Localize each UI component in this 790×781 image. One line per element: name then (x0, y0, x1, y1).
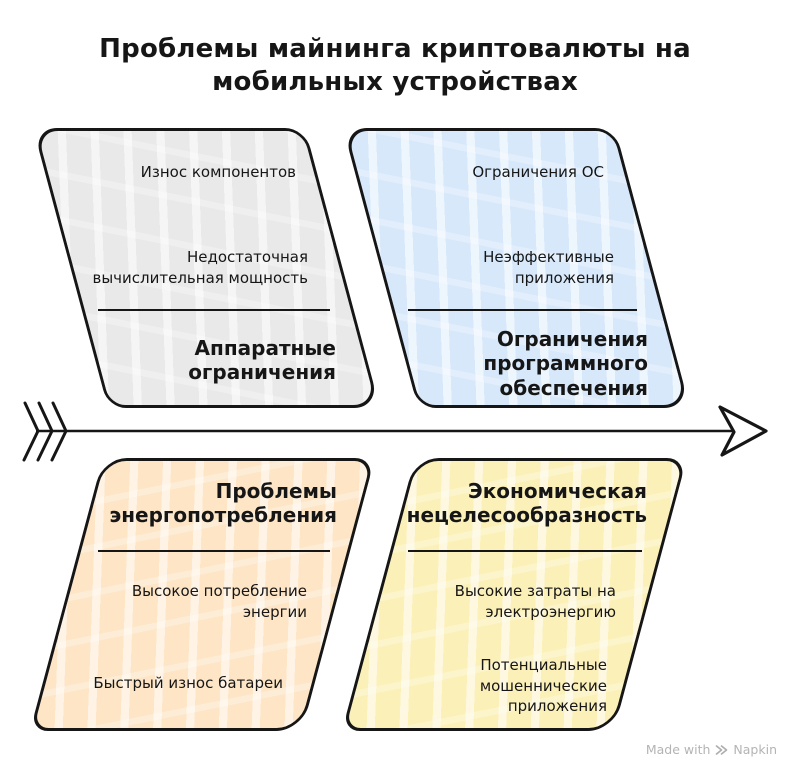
software-heading: Ограничения программного обеспечения (483, 327, 648, 400)
economics-item-2: Потенциальные мошеннические приложения (479, 656, 607, 716)
diagram-title: Проблемы майнинга криптовалюты на мобиль… (99, 34, 691, 98)
hardware-divider (98, 309, 330, 311)
hardware-heading: Аппаратные ограничения (188, 336, 336, 385)
economics-divider (408, 550, 642, 552)
software-item-2: Неэффективные приложения (483, 248, 614, 287)
hardware-item-2: Недостаточная вычислительная мощность (92, 248, 309, 287)
economics-heading: Экономическая нецелесообразность (406, 479, 647, 528)
arrow-head-icon (718, 405, 768, 457)
watermark: Made with Napkin (646, 742, 777, 757)
economics-item-1: Высокие затраты на электроэнергию (454, 582, 616, 621)
hardware-item-1: Износ компонентов (140, 163, 296, 181)
energy-heading: Проблемы энергопотребления (109, 479, 337, 528)
arrow-fletching-icon (22, 401, 68, 462)
energy-item-1: Высокое потребление энергии (131, 582, 307, 621)
spine-arrow (22, 401, 768, 462)
energy-item-2: Быстрый износ батареи (93, 674, 283, 692)
software-item-1: Ограничения ОС (472, 163, 604, 181)
software-divider (408, 309, 637, 311)
watermark-prefix: Made with (645, 742, 711, 757)
energy-divider (98, 550, 330, 552)
watermark-brand: Napkin (733, 742, 777, 757)
napkin-logo-icon (716, 744, 728, 755)
